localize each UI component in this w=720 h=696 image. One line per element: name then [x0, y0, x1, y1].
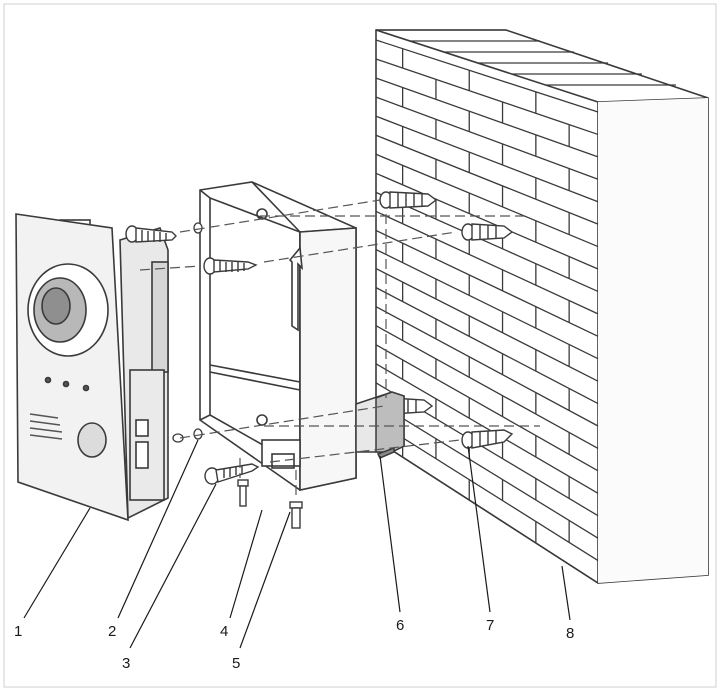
brick-course-line — [375, 287, 599, 405]
alignment-lines — [139, 199, 540, 500]
leader-4 — [229, 509, 263, 619]
brick-course-line — [375, 344, 599, 472]
cable-plug — [355, 391, 405, 459]
brick-course-line — [375, 248, 599, 360]
callout-1: 1 — [14, 623, 22, 640]
wall-anchor-2 — [461, 223, 514, 241]
callout-5: 5 — [232, 655, 240, 672]
brick-course-line — [375, 58, 599, 136]
leader-8 — [561, 565, 571, 621]
brick-course-line — [375, 306, 599, 427]
leader-6 — [379, 455, 401, 613]
callout-8: 8 — [566, 625, 574, 642]
brick-course-line — [375, 172, 599, 270]
mounting-box — [199, 181, 357, 491]
leader-7 — [467, 445, 491, 613]
callout-7: 7 — [486, 617, 494, 634]
brick-course-line — [375, 229, 599, 337]
callout-4: 4 — [220, 623, 228, 640]
leader-1 — [23, 507, 91, 619]
brick-course-line — [375, 439, 599, 584]
screw-middle — [203, 257, 258, 275]
screw-small-left — [237, 479, 249, 507]
brick-course-line — [375, 363, 599, 494]
brick-course-line — [375, 401, 599, 539]
callout-6: 6 — [396, 617, 404, 634]
callout-leaders — [23, 439, 571, 649]
callout-2: 2 — [108, 623, 116, 640]
callout-3: 3 — [122, 655, 130, 672]
washer-top — [193, 222, 203, 234]
screw-bottom-left — [204, 463, 260, 485]
brick-course-line — [375, 267, 599, 382]
brick-course-line — [375, 191, 599, 293]
wall-anchor-1 — [379, 191, 438, 209]
brick-course-line — [375, 420, 599, 562]
brick-course-line — [375, 96, 599, 180]
leader-2 — [117, 439, 199, 619]
washer-bottom — [193, 428, 203, 440]
brick-courses — [375, 29, 676, 584]
brick-course-line — [375, 210, 599, 315]
leader-5 — [239, 511, 291, 649]
screw-five — [289, 501, 303, 529]
wall-anchor-4 — [461, 429, 514, 449]
door-station — [15, 213, 169, 522]
brick-course-line — [375, 39, 599, 113]
brick-course-line — [375, 134, 599, 225]
brick-course-line — [375, 153, 599, 248]
leader-3 — [129, 483, 217, 649]
brick-course-line — [375, 77, 599, 158]
brick-course-line — [375, 115, 599, 203]
brick-course-line — [375, 325, 599, 449]
screw-top-left — [125, 225, 177, 243]
